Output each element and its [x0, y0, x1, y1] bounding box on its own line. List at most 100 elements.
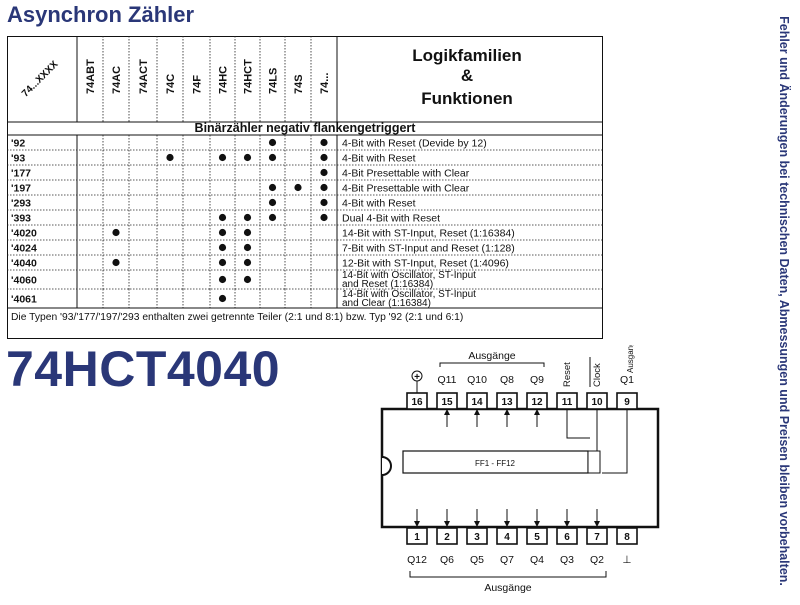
support-dot	[218, 275, 227, 284]
support-dot	[320, 138, 328, 147]
function-text: Dual 4-Bit with Reset	[342, 213, 440, 225]
pin-label: Clock	[592, 363, 603, 387]
top-pin: 12 Q9	[526, 374, 548, 427]
support-dot	[218, 228, 227, 237]
function-text: 7-Bit with ST-Input and Reset (1:128)	[342, 243, 515, 255]
top-pin: 10 Clock	[586, 357, 608, 410]
arrow-icon	[474, 521, 480, 527]
top-pin: 16+	[406, 370, 428, 410]
type-code: '4020	[11, 228, 37, 240]
pin-number: 7	[594, 532, 600, 543]
bracket-top	[439, 362, 545, 367]
pin-number: 9	[624, 397, 630, 408]
table-row: '4020 14-Bit with ST-Input, Reset (1:1638…	[11, 225, 515, 240]
pin-box	[556, 527, 578, 545]
function-text: 12-Bit with ST-Input, Reset (1:4096)	[342, 258, 509, 270]
pin-number: 10	[591, 397, 603, 408]
type-code: '4040	[11, 258, 37, 270]
bottom-pin: 4Q7	[496, 509, 518, 566]
pin-label: Q10	[467, 374, 487, 386]
function-text: 14-Bit with ST-Input, Reset (1:16384)	[342, 228, 515, 240]
support-dot	[268, 198, 277, 207]
pin-number: 13	[501, 397, 513, 408]
support-dot	[218, 294, 227, 303]
notch-icon	[381, 456, 392, 476]
group-label-bottom: Ausgänge	[484, 582, 531, 594]
support-dot	[243, 228, 252, 237]
family-header: 74LS	[268, 68, 280, 94]
type-code: '177	[11, 168, 31, 180]
bottom-pin: 3Q5	[466, 509, 488, 566]
q1-wire	[602, 409, 628, 474]
function-text: 4-Bit with Reset (Devide by 12)	[342, 138, 487, 150]
pin-label: Q5	[470, 554, 484, 566]
family-header: 74AC	[111, 66, 123, 94]
pin-box	[496, 527, 518, 545]
support-dot	[243, 275, 252, 284]
pin-number: 3	[474, 532, 480, 543]
pin-box	[616, 527, 638, 545]
family-header: 74ACT	[138, 59, 150, 94]
header-text: &	[461, 66, 473, 85]
pin-number: 2	[444, 532, 450, 543]
pin-number: 5	[534, 532, 540, 543]
pin-number: 14	[471, 397, 483, 408]
group-label-right: Ausgang	[626, 345, 635, 373]
function-text: 4-Bit with Reset	[342, 198, 416, 210]
arrow-icon	[534, 521, 540, 527]
header-text: Logikfamilien	[412, 46, 522, 65]
clock-wire	[596, 409, 600, 456]
group-label-top: Ausgänge	[468, 350, 515, 362]
support-dot	[166, 153, 174, 162]
pin-label: Q11	[437, 374, 456, 386]
support-dot	[268, 153, 277, 162]
reset-wire	[566, 409, 590, 439]
pin-label: ⊥	[622, 554, 631, 566]
family-header: 74HC	[218, 66, 230, 94]
support-dot	[218, 213, 227, 222]
pin-number: 12	[531, 397, 543, 408]
pin-number: 6	[564, 532, 570, 543]
function-text: 14-Bit with Oscillator, ST-Input	[342, 270, 476, 281]
family-header: 74C	[165, 74, 177, 94]
pin-label: Q2	[590, 554, 604, 566]
function-text: 14-Bit with Oscillator, ST-Input	[342, 289, 476, 300]
corner-label: 74...XXXX	[20, 59, 61, 100]
bottom-pin: 2Q6	[436, 509, 458, 566]
support-dot	[243, 243, 252, 252]
bottom-pin: 7Q2	[586, 509, 608, 566]
support-dot	[218, 258, 227, 267]
bottom-pin: 6Q3	[556, 509, 578, 566]
arrow-icon	[594, 521, 600, 527]
arrow-icon	[474, 409, 480, 415]
type-code: '197	[11, 183, 31, 195]
section-heading: Binärzähler negativ flankengetriggert	[195, 121, 417, 135]
top-pin: 9 Q1	[616, 374, 638, 410]
support-dot	[243, 153, 252, 162]
family-header: 74...	[319, 73, 331, 94]
type-code: '4024	[11, 243, 37, 255]
function-text: 4-Bit Presettable with Clear	[342, 183, 470, 195]
support-dot	[243, 213, 252, 222]
pin-box	[526, 527, 548, 545]
pin-label: Q6	[440, 554, 454, 566]
arrow-icon	[504, 521, 510, 527]
pin-label: Q1	[620, 374, 634, 386]
arrow-icon	[444, 409, 450, 415]
pin-label: Q9	[530, 374, 544, 386]
support-dot	[218, 153, 227, 162]
side-note: Fehler und Änderungen bei technischen Da…	[769, 8, 799, 593]
table-row: '4040 12-Bit with ST-Input, Reset (1:4096…	[11, 255, 509, 270]
footnote: Die Typen '93/'177/'197/'293 enthalten z…	[11, 312, 463, 323]
pin-number: 11	[562, 397, 573, 408]
arrow-icon	[414, 521, 420, 527]
arrow-icon	[564, 521, 570, 527]
